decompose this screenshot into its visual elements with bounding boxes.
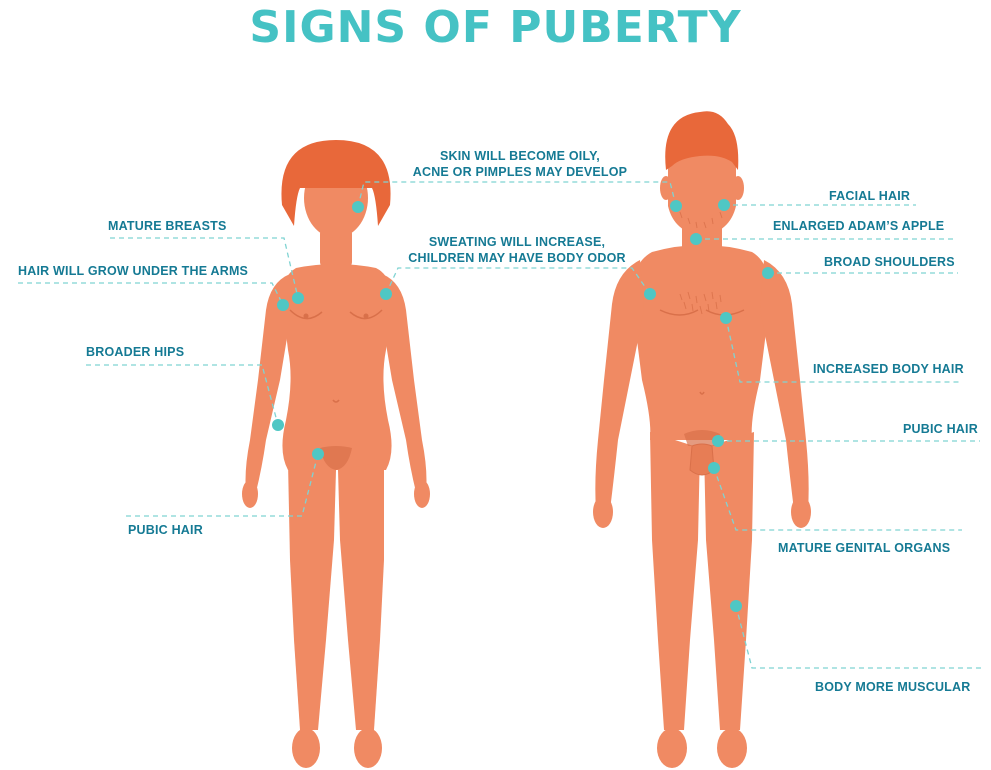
label-adams-apple: ENLARGED ADAM’S APPLE	[773, 218, 944, 234]
label-sweating: SWEATING WILL INCREASE, CHILDREN MAY HAV…	[394, 234, 640, 266]
marker-male-sweat	[644, 288, 656, 300]
label-muscular: BODY MORE MUSCULAR	[815, 679, 970, 695]
label-underarm-hair: HAIR WILL GROW UNDER THE ARMS	[18, 263, 248, 279]
label-mature-breasts: MATURE BREASTS	[108, 218, 227, 234]
label-body-hair: INCREASED BODY HAIR	[813, 361, 964, 377]
marker-male-muscular	[730, 600, 742, 612]
label-broader-hips: BROADER HIPS	[86, 344, 184, 360]
marker-male-pubic	[712, 435, 724, 447]
marker-male-face	[670, 200, 682, 212]
female-nipple-left	[304, 314, 309, 319]
label-skin-oily: SKIN WILL BECOME OILY, ACNE OR PIMPLES M…	[398, 148, 642, 180]
marker-female-underarm	[277, 299, 289, 311]
label-facial-hair: FACIAL HAIR	[829, 188, 910, 204]
marker-male-shoulders	[762, 267, 774, 279]
marker-female-face	[352, 201, 364, 213]
marker-male-body-hair	[720, 312, 732, 324]
marker-female-sweat	[380, 288, 392, 300]
marker-female-breast	[292, 292, 304, 304]
marker-male-genitals	[708, 462, 720, 474]
marker-male-facial-hair	[718, 199, 730, 211]
marker-female-hips	[272, 419, 284, 431]
label-sweating-line2: CHILDREN MAY HAVE BODY ODOR	[394, 250, 640, 266]
marker-male-adams-apple	[690, 233, 702, 245]
label-genital-organs: MATURE GENITAL ORGANS	[778, 540, 950, 556]
label-female-pubic-hair: PUBIC HAIR	[128, 522, 203, 538]
label-skin-oily-line1: SKIN WILL BECOME OILY,	[398, 148, 642, 164]
label-male-pubic-hair: PUBIC HAIR	[903, 421, 978, 437]
label-skin-oily-line2: ACNE OR PIMPLES MAY DEVELOP	[398, 164, 642, 180]
label-sweating-line1: SWEATING WILL INCREASE,	[394, 234, 640, 250]
female-nipple-right	[364, 314, 369, 319]
marker-female-pubic	[312, 448, 324, 460]
label-broad-shoulders: BROAD SHOULDERS	[824, 254, 955, 270]
